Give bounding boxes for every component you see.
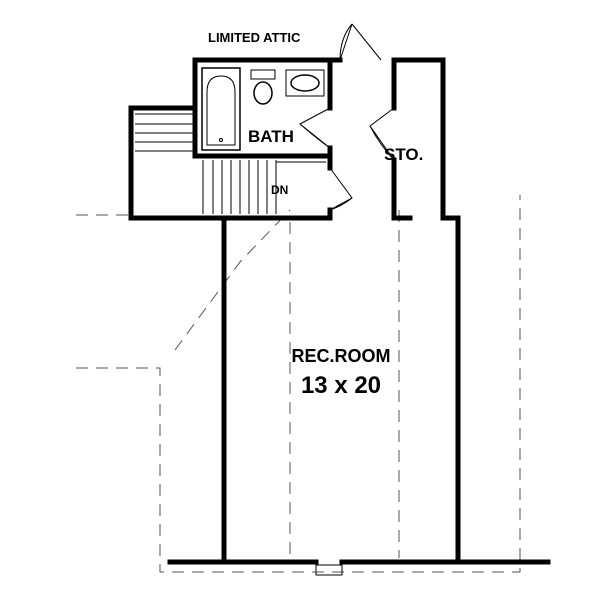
rec-room-walls — [221, 217, 461, 565]
stair-enclosure — [128, 105, 333, 221]
bottom-opening — [315, 564, 343, 576]
rec-room-size: 13 x 20 — [301, 372, 381, 399]
toilet — [250, 69, 276, 105]
storage-label: STO. — [384, 145, 423, 164]
stairs-down-label: DN — [271, 183, 288, 197]
attic-label: LIMITED ATTIC — [208, 30, 301, 45]
storage-walls — [391, 57, 461, 221]
bath-walls — [192, 57, 343, 159]
bathtub — [201, 67, 241, 151]
attic-door — [339, 23, 382, 61]
rec-room-label: REC.ROOM — [292, 346, 391, 366]
sink — [285, 69, 325, 97]
stair-door — [329, 167, 353, 211]
stairs — [135, 113, 326, 214]
walls — [128, 57, 551, 565]
storage-door — [369, 107, 395, 161]
bath-label: BATH — [248, 127, 294, 146]
roof-outline — [76, 195, 521, 573]
bath-door — [299, 107, 331, 149]
doors — [299, 23, 395, 576]
